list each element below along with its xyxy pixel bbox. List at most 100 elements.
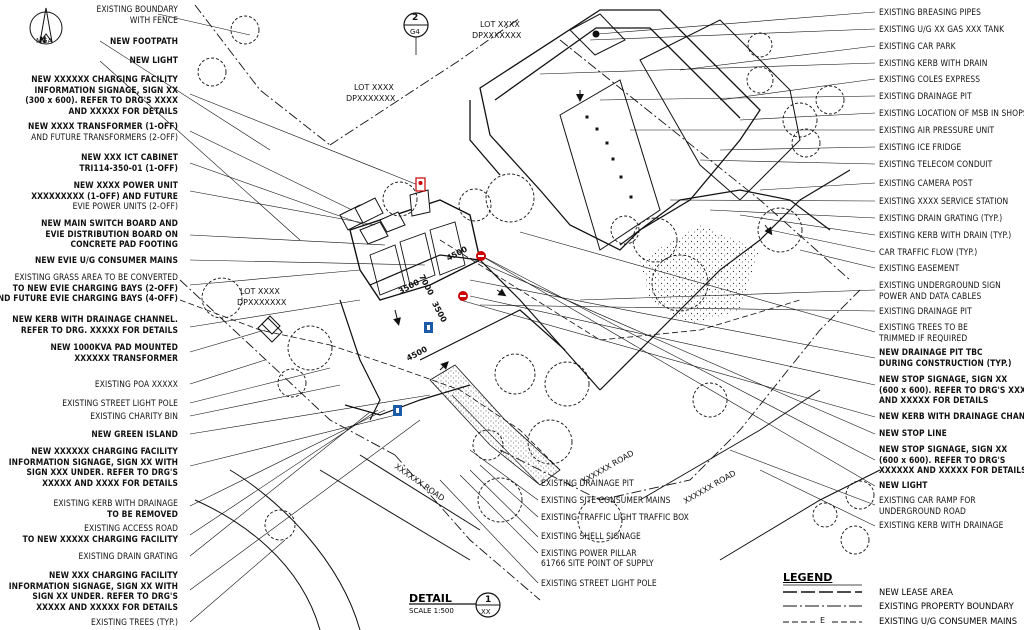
lot-top-name: LOT XXXX <box>480 20 520 29</box>
annotation-line: SIGN XXX UNDER. REFER TO DRG'S <box>26 467 178 478</box>
annotation-line: EXISTING CAR RAMP FOR <box>879 495 976 505</box>
right-annotation: EXISTING TELECOM CONDUIT <box>879 159 992 170</box>
annotation-line: NEW KERB WITH DRAINAGE CHANNEL <box>879 411 1024 421</box>
left-annotation: EXISTING STREET LIGHT POLE <box>62 398 178 409</box>
annotation-line: EVIE DISTRIBUTION BOARD ON <box>45 228 178 239</box>
north-arrow-icon <box>29 7 63 45</box>
north-letter: N <box>39 36 47 46</box>
ev-info-sign-icon <box>424 322 433 333</box>
annotation-line: EXISTING AIR PRESSURE UNIT <box>879 125 995 135</box>
annotation-line: NEW MAIN SWITCH BOARD AND <box>41 218 178 228</box>
right-annotation: EXISTING BREASING PIPES <box>879 7 981 18</box>
annotation-line: AND FUTURE TRANSFORMERS (2-OFF) <box>31 131 178 142</box>
existing-trees <box>197 15 875 555</box>
annotation-line: EXISTING KERB WITH DRAINAGE <box>879 520 1004 530</box>
annotation-line: EXISTING ACCESS ROAD <box>84 523 178 533</box>
right-annotation: EXISTING KERB WITH DRAIN <box>879 58 988 69</box>
property-boundary <box>179 4 861 601</box>
ev-charging-area <box>349 199 481 301</box>
bottom-annotation: EXISTING SITE CONSUMER MAINS <box>541 495 671 505</box>
annotation-line: (600 x 600). REFER TO DRG'S <box>879 454 1006 465</box>
service-station-lot <box>469 9 761 251</box>
annotation-line: NEW XXXX POWER UNIT <box>73 180 178 190</box>
stop-sign-icon <box>458 291 468 301</box>
annotation-line: XXXXX AND XXXX FOR DETAILS <box>42 477 178 488</box>
left-annotation: EXISTING DRAIN GRATING <box>79 551 178 562</box>
lot-left-dp: DPXXXXXXX <box>237 298 287 307</box>
lot-mid-dp: DPXXXXXXX <box>346 94 396 103</box>
left-annotation: EXISTING TREES (TYP.) <box>91 617 178 628</box>
annotation-line: NEW LIGHT <box>129 55 178 65</box>
annotation-line: NEW STOP SIGNAGE, SIGN XX <box>879 374 1008 384</box>
annotation-line: EXISTING DRAINAGE PIT <box>879 91 972 101</box>
annotation-line: EXISTING GRASS AREA TO BE CONVERTED <box>14 272 178 282</box>
annotation-line: NEW XXX ICT CABINET <box>81 152 178 162</box>
annotation-line: EXISTING KERB WITH DRAIN <box>879 58 988 68</box>
annotation-line: EXISTING KERB WITH DRAINAGE <box>53 498 178 508</box>
annotation-line: EXISTING CHARITY BIN <box>90 411 178 421</box>
annotation-line: NEW KERB WITH DRAINAGE CHANNEL. <box>12 314 178 324</box>
traffic-flow-arrow-icon <box>393 90 773 371</box>
lower-roads <box>194 389 881 630</box>
left-annotation: NEW FOOTPATH <box>110 36 178 47</box>
right-annotation: EXISTING XXXX SERVICE STATION <box>879 196 1008 207</box>
annotation-line: CONCRETE PAD FOOTING <box>70 239 178 250</box>
annotation-line: XXXXXX TRANSFORMER <box>74 352 178 363</box>
gas-tank <box>569 13 626 56</box>
annotation-line: NEW 1000KVA PAD MOUNTED <box>50 342 178 352</box>
annotation-line: AND XXXXX FOR DETAILS <box>879 395 989 406</box>
stop-sign-icon <box>476 251 486 261</box>
legend-item-mains: EXISTING U/G CONSUMER MAINS <box>879 616 1018 626</box>
annotation-line: EXISTING CAMERA POST <box>879 178 973 188</box>
annotation-line: EXISTING POA XXXXX <box>94 379 178 389</box>
annotation-line: EXISTING COLES EXPRESS <box>879 74 981 84</box>
right-annotation: EXISTING CAMERA POST <box>879 178 973 189</box>
annotation-line: NEW STOP SIGNAGE, SIGN XX <box>879 444 1008 454</box>
green-island <box>429 225 760 486</box>
transformer-pad <box>257 315 283 343</box>
legend-symbols <box>783 584 862 623</box>
annotation-line: POWER AND DATA CABLES <box>879 290 982 301</box>
annotation-line: EXISTING KERB WITH DRAIN (TYP.) <box>879 230 1012 240</box>
right-annotation: NEW STOP SIGNAGE, SIGN XX(600 x 600). RE… <box>879 444 1024 476</box>
annotation-line: NEW LIGHT <box>879 480 928 490</box>
right-annotation: NEW KERB WITH DRAINAGE CHANNEL <box>879 411 1024 422</box>
section-callout-sheet: G4 <box>410 28 420 36</box>
annotation-line: AND FUTURE EVIE CHARGING BAYS (4-OFF) <box>0 293 178 304</box>
annotation-line: TO NEW XXXXX CHARGING FACILITY <box>22 533 178 544</box>
shop-building <box>639 19 801 201</box>
left-annotation: NEW KERB WITH DRAINAGE CHANNEL.REFER TO … <box>12 314 178 335</box>
annotation-line: INFORMATION SIGNAGE, SIGN XX WITH <box>8 580 178 591</box>
annotation-line: EXISTING TELECOM CONDUIT <box>879 159 993 169</box>
right-annotation: NEW STOP LINE <box>879 428 947 439</box>
annotation-line: EVIE POWER UNITS (2-OFF) <box>72 201 178 212</box>
bottom-annotation: EXISTING DRAINAGE PIT <box>541 478 634 488</box>
left-annotation: NEW EVIE U/G CONSUMER MAINS <box>35 255 178 266</box>
annotation-line: NEW XXXXXX CHARGING FACILITY <box>31 74 178 84</box>
annotation-line: XXXXX AND XXXXX FOR DETAILS <box>36 601 178 612</box>
annotation-line: (600 x 600). REFER TO DRG'S XXXXX <box>879 384 1024 395</box>
annotation-line: TRIMMED IF REQUIRED <box>879 332 968 343</box>
right-annotation: EXISTING AIR PRESSURE UNIT <box>879 125 994 136</box>
annotation-line: NEW XXX CHARGING FACILITY <box>48 570 178 580</box>
right-annotation: EXISTING DRAIN GRATING (TYP.) <box>879 213 1002 224</box>
lot-left-name: LOT XXXX <box>240 287 280 296</box>
annotation-line: EXISTING UNDERGROUND SIGN <box>879 280 1001 290</box>
annotation-line: EXISTING DRAIN GRATING <box>78 551 178 561</box>
ev-info-sign-icon <box>415 177 426 192</box>
section-callout-icon <box>403 12 429 55</box>
annotation-line: TRI114-350-01 (1-OFF) <box>79 162 178 173</box>
annotation-line: EXISTING XXXX SERVICE STATION <box>879 196 1009 206</box>
annotation-line: XXXXXX AND XXXXX FOR DETAILS <box>879 465 1024 476</box>
right-annotation: EXISTING CAR PARK <box>879 41 956 52</box>
ev-info-sign-icon <box>393 405 402 416</box>
lot-top-dp: DPXXXXXXX <box>472 31 522 40</box>
